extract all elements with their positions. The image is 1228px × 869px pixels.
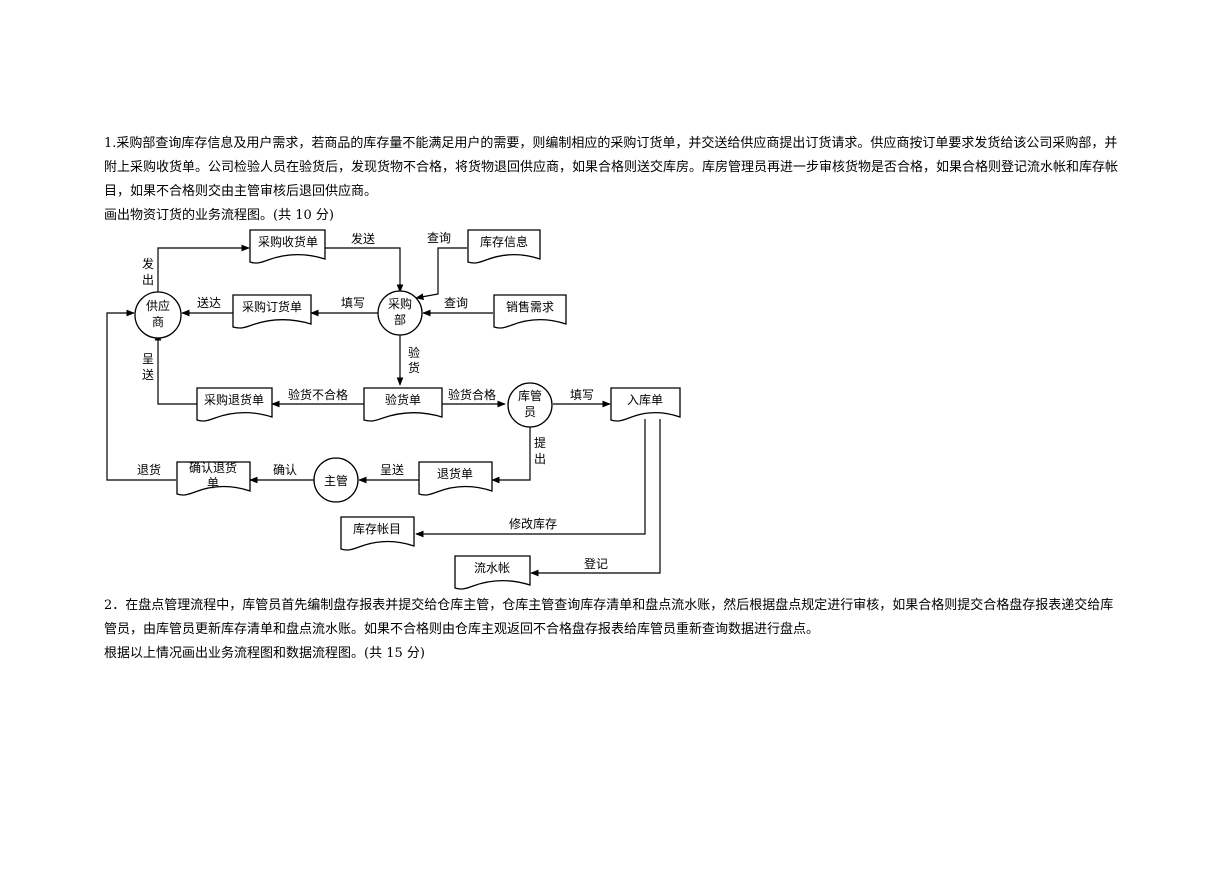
confirm-return-line1: 确认退货 (189, 460, 237, 475)
label-fill-order: 填写 (341, 296, 365, 310)
inbound-label: 入库单 (627, 392, 663, 407)
label-submit-supplier-1: 呈 (142, 352, 154, 366)
edge-send-out (157, 244, 250, 296)
receipt-label: 采购收货单 (258, 234, 318, 249)
label-register: 登记 (584, 556, 608, 571)
journal-label: 流水帐 (474, 560, 510, 575)
node-stock-ledger (340, 516, 415, 551)
edge-return-goods (106, 309, 176, 481)
node-return-form (196, 387, 273, 422)
label-confirm: 确认 (273, 463, 297, 477)
node-inspection (363, 387, 443, 422)
label-pass: 验货合格 (448, 387, 496, 402)
label-fill-inbound: 填写 (570, 388, 594, 402)
node-purchasing (377, 290, 423, 336)
edge-modify-stock (415, 419, 646, 538)
edge-submit-supplier (154, 332, 197, 405)
edge-raise (491, 427, 531, 484)
label-raise-2: 出 (534, 452, 546, 466)
label-fail: 验货不合格 (288, 387, 348, 402)
node-inbound (610, 387, 681, 422)
node-confirm-return (176, 461, 251, 496)
return-slip-label: 退货单 (437, 466, 473, 481)
label-query-sales: 查询 (444, 296, 468, 310)
label-send-out-2: 出 (142, 273, 154, 287)
edge-register (530, 419, 661, 577)
keeper-line1: 库管 (518, 388, 542, 403)
supplier-line2: 商 (152, 314, 164, 329)
question-2-text: 2．在盘点管理流程中，库管员首先编制盘存报表并提交给仓库主管，仓库主管查询库存清… (104, 598, 1114, 637)
node-keeper (507, 382, 553, 428)
edge-query-inventory (415, 247, 467, 300)
label-inspect-2: 货 (408, 360, 420, 375)
node-order (232, 294, 312, 329)
label-submit-supplier-2: 送 (142, 367, 154, 382)
question-1-task: 画出物资订货的业务流程图。(共 10 分) (104, 208, 334, 223)
confirm-return-line2: 单 (207, 476, 219, 490)
sales-demand-label: 销售需求 (506, 299, 554, 314)
node-inventory-info (467, 229, 541, 264)
label-query-inventory: 查询 (427, 231, 451, 245)
node-receipt (249, 229, 326, 264)
stock-ledger-label: 库存帐目 (353, 521, 401, 536)
question-1-text: 1.采购部查询库存信息及用户需求，若商品的库存量不能满足用户的需要，则编制相应的… (104, 136, 1119, 199)
purchasing-line1: 采购 (388, 296, 412, 311)
manager-label: 主管 (324, 473, 348, 488)
node-journal (454, 555, 531, 590)
keeper-line2: 员 (524, 405, 536, 419)
label-submit-manager: 呈送 (380, 462, 404, 477)
label-return-goods: 退货 (137, 462, 161, 477)
order-label: 采购订货单 (242, 299, 302, 314)
node-return-slip (418, 461, 493, 496)
edge-send (325, 247, 404, 293)
label-inspect-1: 验 (408, 345, 420, 360)
inspection-label: 验货单 (385, 392, 421, 407)
purchasing-line2: 部 (394, 312, 406, 327)
question-2-task: 根据以上情况画出业务流程图和数据流程图。(共 15 分) (104, 646, 425, 661)
node-sales-demand (493, 294, 567, 329)
return-form-label: 采购退货单 (204, 392, 264, 407)
label-raise-1: 提 (534, 435, 546, 450)
label-deliver: 送达 (197, 295, 221, 310)
node-supplier (134, 291, 182, 339)
label-send: 发送 (351, 231, 375, 246)
label-send-out-1: 发 (142, 256, 154, 271)
supplier-line1: 供应 (146, 298, 170, 313)
node-manager (313, 457, 359, 503)
label-modify-stock: 修改库存 (509, 516, 557, 531)
inventory-info-label: 库存信息 (480, 234, 528, 249)
